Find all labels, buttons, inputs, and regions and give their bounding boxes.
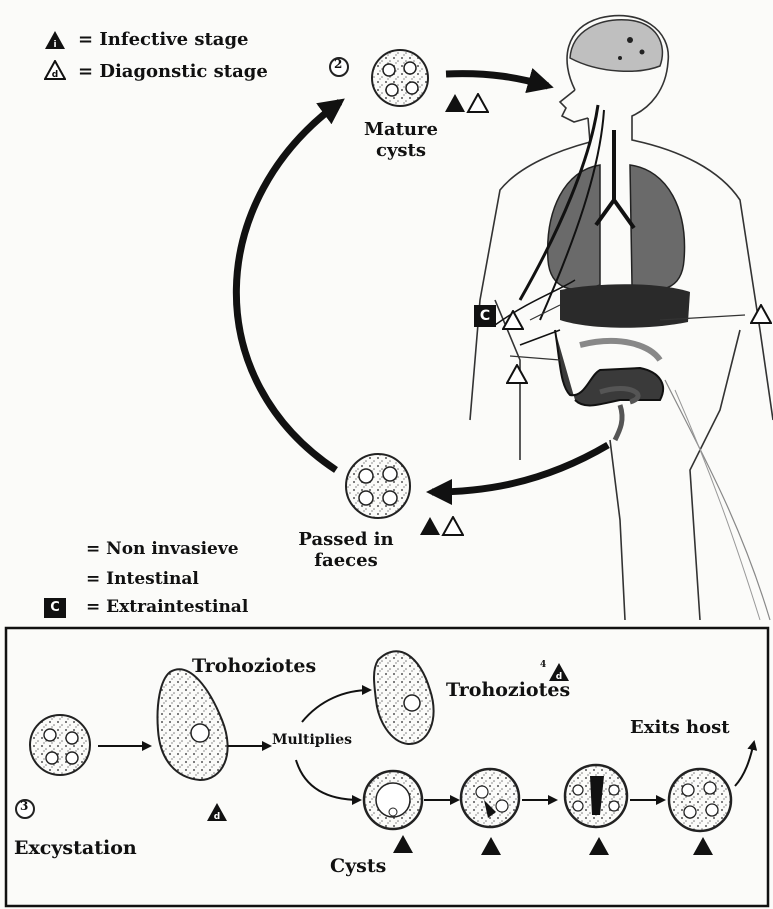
- trophozoite-illustration-2: [374, 651, 434, 744]
- arrow-multiply-to-cyst: [296, 760, 360, 800]
- infective-stage-icon: i: [44, 30, 66, 50]
- pointer-intestinal: [510, 356, 560, 360]
- excystation-label: Excystation: [14, 838, 137, 860]
- cyst-stage-4: [669, 769, 731, 831]
- trophozoite-diagnostic-icon: d: [548, 662, 570, 682]
- passed-in-faeces-label: Passed in faeces: [286, 530, 406, 571]
- trophozoite-illustration: [158, 669, 228, 780]
- excystation-diagnostic-icon: d: [206, 802, 228, 822]
- cyst-3-diagnostic-icon: [588, 836, 610, 856]
- passed-cyst-illustration: [346, 454, 410, 518]
- trophozoites-label-1: Trohoziotes: [192, 656, 316, 678]
- exits-host-label: Exits host: [630, 718, 730, 739]
- arrow-faeces-to-mature: [236, 102, 340, 470]
- extraintestinal-legend-icon: C: [44, 598, 66, 618]
- step-3-number: 3: [20, 800, 28, 814]
- faeces-line-2: faeces: [286, 551, 406, 572]
- mature-cysts-label: Mature cysts: [346, 120, 456, 161]
- arrow-exit-host: [735, 742, 754, 786]
- cyst-2-diagnostic-icon: [480, 836, 502, 856]
- diagnostic-stage-icon: d: [44, 60, 66, 80]
- legend-non-invasive-label: = Non invasieve: [86, 540, 239, 560]
- svg-text:d: d: [214, 812, 220, 822]
- cyst-stage-2: [461, 769, 519, 827]
- legend-intestinal-label: = Intestinal: [86, 570, 199, 590]
- non-invasive-diagnostic-icon: [750, 304, 772, 324]
- cyst-1-diagnostic-icon: [392, 834, 414, 854]
- excystation-cyst: [30, 715, 90, 775]
- cysts-label: Cysts: [330, 856, 386, 878]
- cyst-4-diagnostic-icon: [692, 836, 714, 856]
- trophozoites-label-2: Trohoziotes: [446, 680, 570, 702]
- face-profile: [560, 90, 588, 122]
- legend-diagnostic-label: = Diagonstic stage: [78, 62, 268, 83]
- intestines: [555, 284, 690, 440]
- extraintestinal-marker: C: [474, 305, 496, 327]
- mature-cyst-illustration: [372, 50, 428, 106]
- leg-inner: [610, 440, 625, 620]
- brain: [570, 20, 662, 71]
- arrow-multiply-to-troph: [302, 690, 370, 722]
- svg-text:d: d: [556, 672, 562, 682]
- cyst-stage-1: [364, 771, 422, 829]
- trophozoite-step-number: 4: [540, 660, 546, 670]
- mature-cysts-line-1: Mature: [346, 120, 456, 141]
- step-2-number: 2: [334, 58, 342, 72]
- lungs: [548, 130, 685, 290]
- svg-text:d: d: [52, 70, 58, 80]
- svg-text:i: i: [53, 40, 56, 50]
- legend-extraintestinal-label: = Extraintestinal: [86, 598, 248, 618]
- faeces-line-1: Passed in: [286, 530, 406, 551]
- arrow-mature-to-body: [446, 74, 548, 86]
- multiplies-label: Multiplies: [272, 732, 352, 748]
- cyst-stage-3: [565, 765, 627, 827]
- intestinal-diagnostic-icon: [506, 364, 528, 384]
- torso-right: [690, 330, 740, 620]
- mature-cysts-line-2: cysts: [346, 141, 456, 162]
- mature-cyst-stage-icons: [445, 93, 489, 113]
- faeces-stage-icons: [420, 516, 464, 536]
- extraintestinal-diagnostic-icon: [502, 310, 524, 330]
- legend-infective-label: = Infective stage: [78, 30, 249, 51]
